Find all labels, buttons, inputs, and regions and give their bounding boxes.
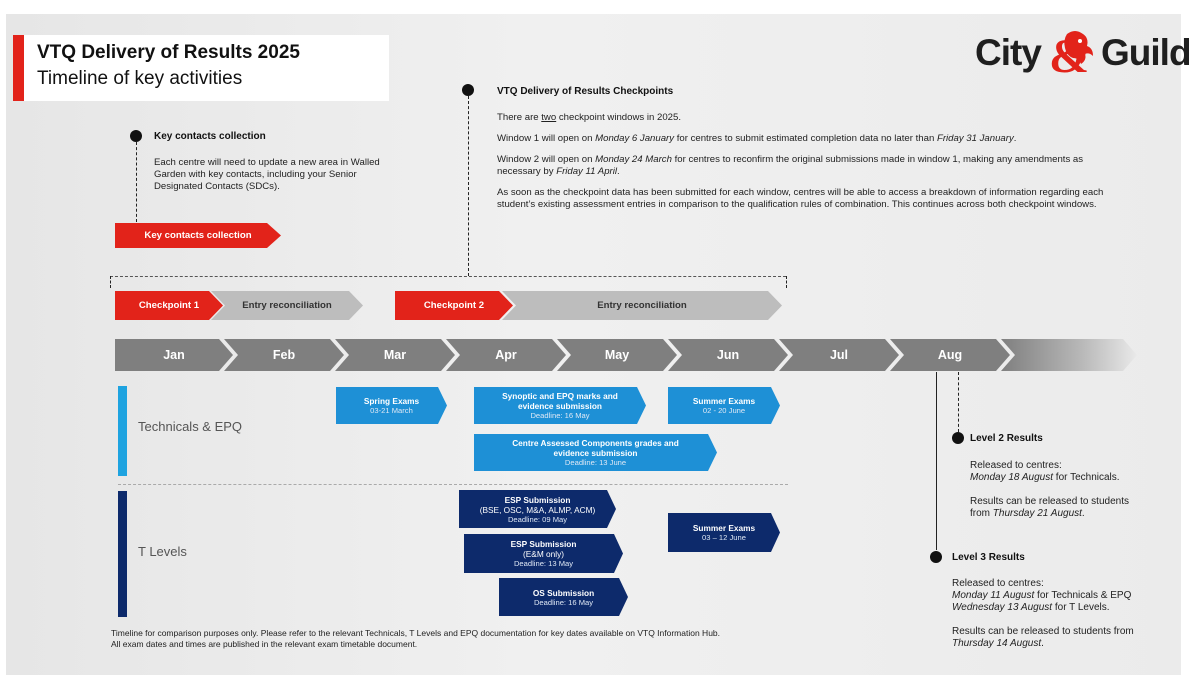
tlevels-section-bar <box>118 491 127 617</box>
month-apr: Apr <box>446 339 566 371</box>
box-esp-submission-2: ESP Submission (E&M only) Deadline: 13 M… <box>464 534 623 573</box>
key-contacts-text: Each centre will need to update a new ar… <box>154 157 380 192</box>
month-jan: Jan <box>115 339 233 371</box>
logo-lion-icon: & <box>1049 30 1093 82</box>
month-continuation-arrow <box>1001 339 1137 371</box>
level3-marker-dot <box>930 551 942 563</box>
checkpoints-marker-dot <box>462 84 474 96</box>
level2-marker-dot <box>952 432 964 444</box>
month-may: May <box>557 339 677 371</box>
phase-entry-reconciliation-1: Entry reconciliation <box>211 291 363 320</box>
month-feb: Feb <box>224 339 344 371</box>
level2-heading: Level 2 Results <box>970 433 1043 444</box>
tlevels-section-label: T Levels <box>138 544 187 559</box>
checkpoints-para-1: There are two checkpoint windows in 2025… <box>497 112 681 123</box>
key-contacts-connector <box>136 142 137 222</box>
box-summer-exams-tlevels: Summer Exams 03 – 12 June <box>668 513 780 552</box>
section-divider <box>118 484 788 485</box>
checkpoints-connector <box>468 96 469 276</box>
key-contacts-chevron: Key contacts collection <box>115 223 281 248</box>
key-contacts-heading: Key contacts collection <box>154 131 266 142</box>
box-spring-exams: Spring Exams 03-21 March <box>336 387 447 424</box>
month-aug: Aug <box>890 339 1010 371</box>
box-esp-submission-1: ESP Submission (BSE, OSC, M&A, ALMP, ACM… <box>459 490 616 528</box>
checkpoints-heading: VTQ Delivery of Results Checkpoints <box>497 86 674 97</box>
box-synoptic-epq-submission: Synoptic and EPQ marks and evidence subm… <box>474 387 646 424</box>
phase-checkpoint-1: Checkpoint 1 <box>115 291 223 320</box>
level2-connector <box>958 372 959 432</box>
key-contacts-marker-dot <box>130 130 142 142</box>
phase-entry-reconciliation-2: Entry reconciliation <box>502 291 782 320</box>
level3-text: Released to centres:Monday 11 August for… <box>952 578 1134 649</box>
logo-word-guilds: Guilds <box>1101 32 1189 73</box>
phase-checkpoint-2: Checkpoint 2 <box>395 291 513 320</box>
checkpoints-bracket-top <box>110 276 786 277</box>
level3-heading: Level 3 Results <box>952 552 1025 563</box>
level2-text: Released to centres:Monday 18 August for… <box>970 460 1129 519</box>
title-box: VTQ Delivery of Results 2025 Timeline of… <box>13 35 389 101</box>
checkpoints-para-4: As soon as the checkpoint data has been … <box>497 187 1104 210</box>
box-summer-exams-technicals: Summer Exams 02 - 20 June <box>668 387 780 424</box>
title-accent-bar <box>13 35 24 101</box>
month-jun: Jun <box>668 339 788 371</box>
technicals-section-bar <box>118 386 127 476</box>
page-subtitle: Timeline of key activities <box>37 68 243 89</box>
checkpoints-text: There are two checkpoint windows in 2025… <box>497 112 1107 220</box>
level3-connector <box>936 372 937 550</box>
checkpoints-bracket-right <box>786 276 787 288</box>
checkpoints-para-2: Window 1 will open on Monday 6 January f… <box>497 133 1017 144</box>
footnote: Timeline for comparison purposes only. P… <box>111 628 721 649</box>
box-centre-assessed-components: Centre Assessed Components grades and ev… <box>474 434 717 471</box>
box-os-submission: OS Submission Deadline: 16 May <box>499 578 628 616</box>
checkpoints-para-3: Window 2 will open on Monday 24 March fo… <box>497 154 1084 177</box>
logo-word-city: City <box>975 32 1042 73</box>
month-mar: Mar <box>335 339 455 371</box>
city-and-guilds-logo: City & Guilds <box>963 28 1189 82</box>
page-title: VTQ Delivery of Results 2025 <box>37 42 300 63</box>
month-jul: Jul <box>779 339 899 371</box>
technicals-section-label: Technicals & EPQ <box>138 419 243 434</box>
checkpoints-bracket-left <box>110 276 111 288</box>
